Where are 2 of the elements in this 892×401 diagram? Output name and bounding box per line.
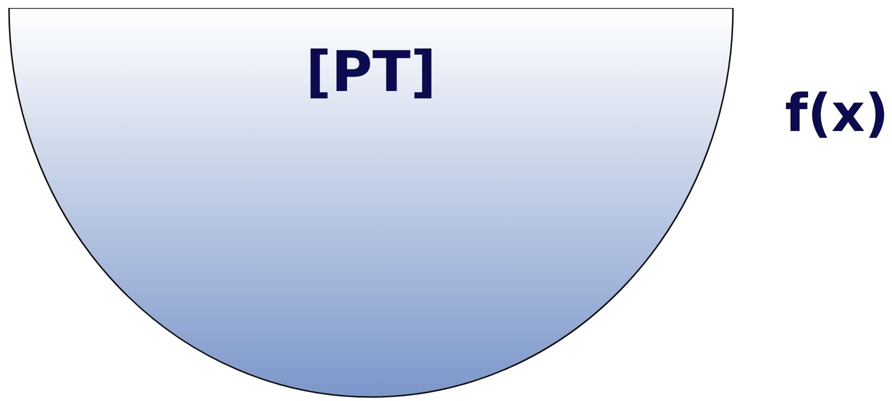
shape-label: [PT] bbox=[304, 40, 438, 105]
function-label: f(x) bbox=[785, 84, 889, 144]
